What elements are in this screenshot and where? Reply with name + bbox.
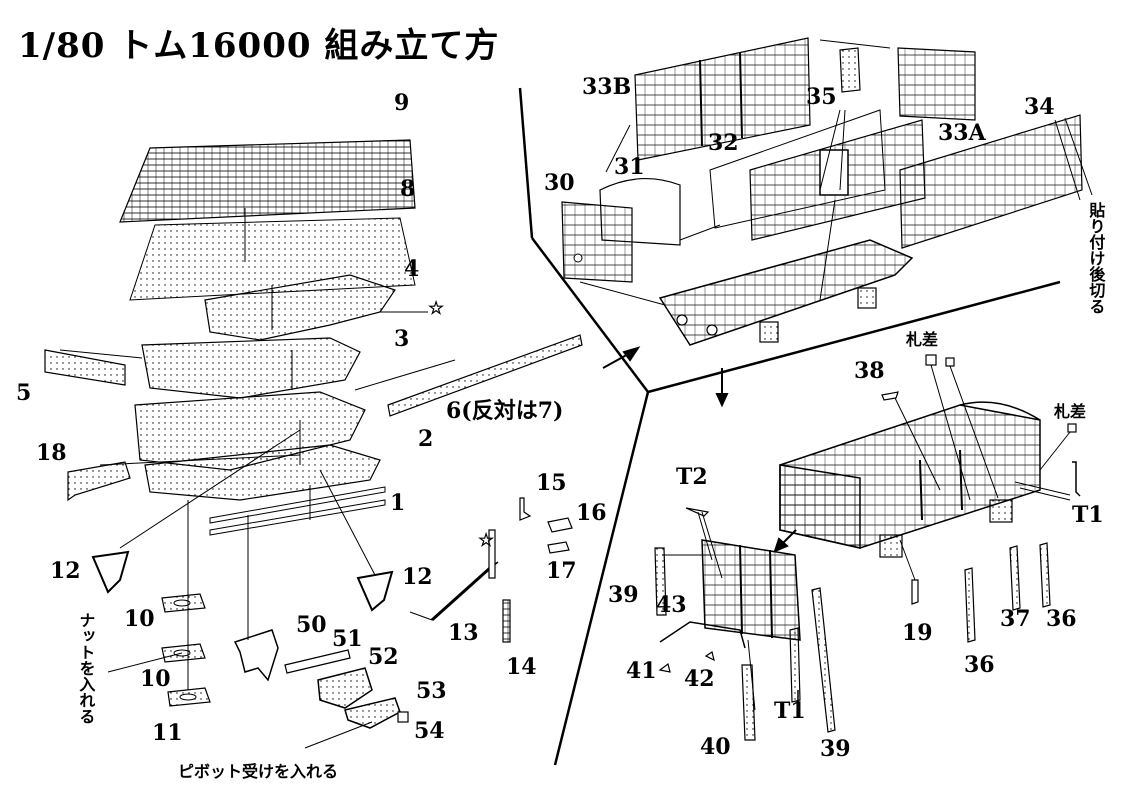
assembled-car <box>654 354 1081 741</box>
label-part-36-right: 36 <box>1046 606 1077 632</box>
part-3-frame <box>141 337 361 399</box>
label-fuda-2: 札差 <box>1054 402 1087 421</box>
label-part-53: 53 <box>416 678 447 704</box>
part-30-end <box>561 201 633 283</box>
label-part-31: 31 <box>614 154 645 180</box>
part-15-hook <box>519 497 532 521</box>
label-part-41: 41 <box>626 658 657 684</box>
label-star-1: ☆ <box>428 298 445 319</box>
label-part-18: 18 <box>36 440 67 466</box>
label-part-33B: 33B <box>582 74 632 100</box>
part-6-sill <box>387 334 583 417</box>
label-part-5: 5 <box>16 380 32 406</box>
label-part-14: 14 <box>506 654 537 680</box>
label-part-37: 37 <box>1000 606 1031 632</box>
part-13-rod <box>430 566 492 622</box>
label-part-38: 38 <box>854 358 885 384</box>
label-part-12-left: 12 <box>50 558 81 584</box>
label-part-43: 43 <box>656 592 687 618</box>
label-part-51: 51 <box>332 626 363 652</box>
label-part-39-right: 39 <box>820 736 851 762</box>
label-part-T1-right: T1 <box>1072 502 1104 528</box>
part-17-plate <box>547 541 570 554</box>
label-part-33A: 33A <box>938 120 986 146</box>
label-fuda-1: 札差 <box>906 330 939 349</box>
page-title: 1/80 トム16000 組み立て方 <box>18 26 500 66</box>
label-part-17: 17 <box>546 558 577 584</box>
label-part-12-right: 12 <box>402 564 433 590</box>
part-5-beam <box>44 349 126 386</box>
label-part-30: 30 <box>544 170 575 196</box>
part-9-deck <box>119 139 416 223</box>
label-part-8: 8 <box>400 176 416 202</box>
part-12-left <box>91 550 130 594</box>
part-51-strip <box>284 649 351 674</box>
note-cut-after-gluing: 貼り付け後切る <box>1086 202 1106 314</box>
part-52-block <box>317 667 373 709</box>
part-50-bolster <box>233 629 279 682</box>
body-panels <box>561 37 1093 346</box>
label-part-1: 1 <box>390 490 406 516</box>
label-part-36-bottom: 36 <box>964 652 995 678</box>
part-4-frame <box>204 274 396 341</box>
part-34-side <box>899 114 1083 249</box>
label-part-15: 15 <box>536 470 567 496</box>
underframe <box>658 239 914 346</box>
label-part-50: 50 <box>296 612 327 638</box>
label-part-T1-bottom: T1 <box>774 698 806 724</box>
label-star-2: ☆ <box>478 530 495 551</box>
part-53-truck <box>344 697 401 729</box>
part-16-plate <box>547 517 573 533</box>
label-part-4: 4 <box>404 256 420 282</box>
part-18-beam <box>67 461 131 502</box>
left-floor-stack <box>44 139 583 749</box>
label-part-10-upper: 10 <box>124 606 155 632</box>
label-part-11: 11 <box>152 720 183 746</box>
label-part-19: 19 <box>902 620 933 646</box>
label-part-34: 34 <box>1024 94 1055 120</box>
label-part-2: 2 <box>418 426 434 452</box>
end-panel <box>701 539 801 641</box>
label-part-9: 9 <box>394 90 410 116</box>
label-part-35: 35 <box>806 84 837 110</box>
part-14-spring <box>502 599 511 643</box>
label-part-40: 40 <box>700 734 731 760</box>
note-insert-pivot: ピボット受けを入れる <box>178 762 339 781</box>
part-12-right <box>356 570 394 612</box>
label-part-6: 6(反対は7) <box>446 398 564 424</box>
label-part-42: 42 <box>684 666 715 692</box>
label-part-T2: T2 <box>676 464 708 490</box>
label-part-13: 13 <box>448 620 479 646</box>
label-part-52: 52 <box>368 644 399 670</box>
label-part-39-left: 39 <box>608 582 639 608</box>
note-insert-nut: ナットを入れる <box>76 612 96 724</box>
part-33A-end <box>897 47 976 121</box>
label-part-10-lower: 10 <box>140 666 171 692</box>
part-1-frame <box>144 444 381 501</box>
label-part-32: 32 <box>708 130 739 156</box>
section-dividers <box>518 87 1061 766</box>
label-part-3: 3 <box>394 326 410 352</box>
label-part-54: 54 <box>414 718 445 744</box>
label-part-16: 16 <box>576 500 607 526</box>
part-33B-side <box>634 37 811 161</box>
